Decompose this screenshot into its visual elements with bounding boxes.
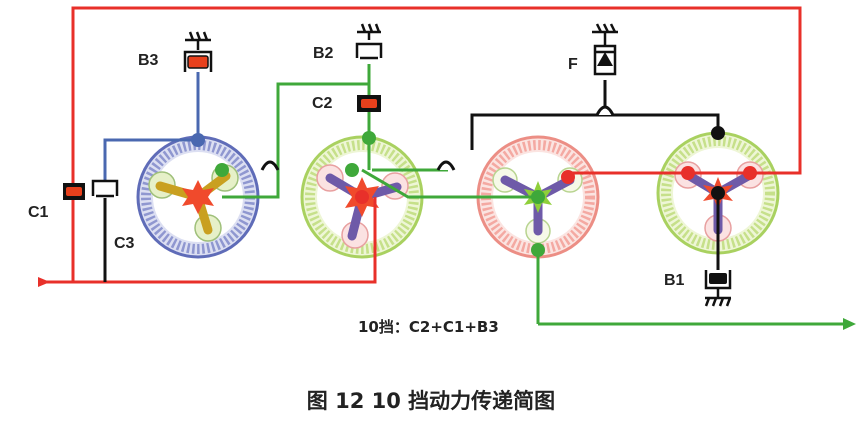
sun-gear-1	[182, 180, 214, 214]
label-b2: B2	[313, 45, 334, 62]
clutch-c3-symbol	[91, 179, 119, 198]
green-output-path	[222, 64, 845, 326]
brake-b3-symbol	[183, 31, 213, 72]
brake-b1-symbol	[704, 270, 732, 307]
brake-b2-symbol	[355, 23, 383, 60]
one-way-clutch-f-symbol	[592, 23, 618, 76]
label-b1: B1	[664, 272, 685, 289]
clutch-c1-symbol	[63, 183, 85, 200]
output-arrow	[843, 318, 856, 330]
label-f: F	[568, 56, 578, 73]
label-c2: C2	[312, 95, 333, 112]
junction-dots	[191, 126, 757, 257]
label-b3: B3	[138, 52, 159, 69]
line-crossovers	[260, 105, 615, 171]
input-arrow	[38, 277, 50, 287]
label-c3: C3	[114, 235, 135, 252]
red-power-path	[38, 6, 802, 284]
figure-caption: 图 12 10 挡动力传递简图	[306, 389, 556, 413]
blue-path	[103, 72, 200, 180]
clutch-c2-symbol	[357, 95, 381, 112]
label-c1: C1	[28, 204, 49, 221]
gear-combination-note: 10挡：C2+C1+B3	[358, 318, 499, 336]
